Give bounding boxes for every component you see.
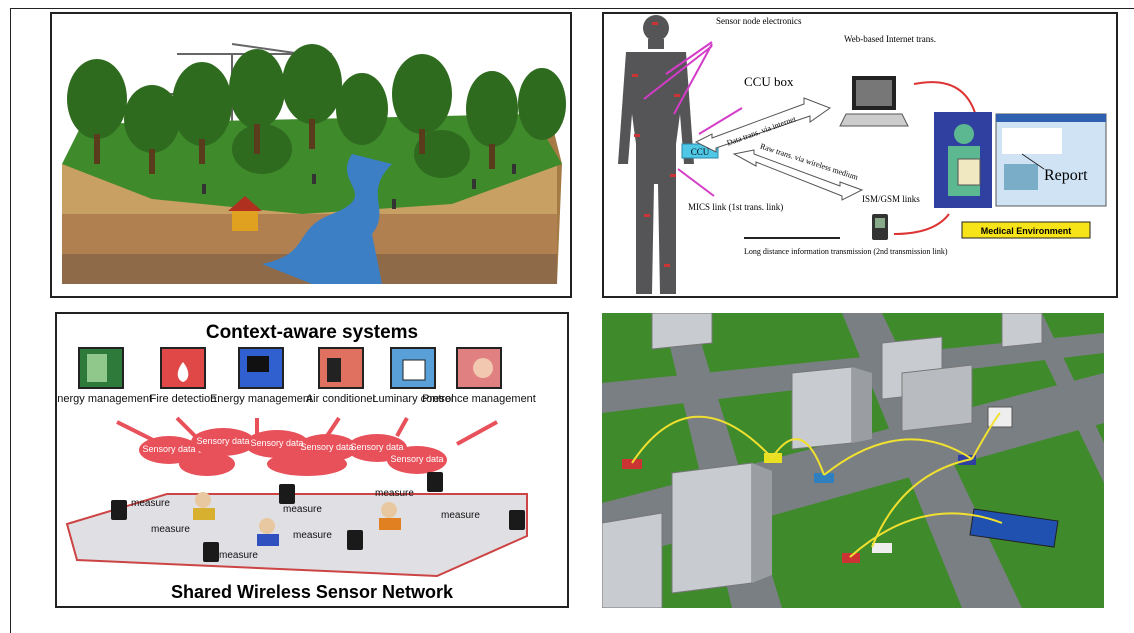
doctor-icon — [934, 112, 992, 208]
medical-environment-badge — [961, 221, 1091, 239]
air-conditioner-icon — [318, 347, 364, 389]
sensor-node-icons — [202, 164, 516, 209]
measure-label-5: measure — [293, 530, 332, 541]
body-sensor-icons — [632, 22, 680, 267]
measure-label-6: measure — [375, 488, 414, 499]
buildings — [602, 313, 1043, 608]
report-label: Report — [1044, 167, 1088, 184]
frame-top-line — [10, 8, 1134, 9]
ccu-box-label: CCU box — [744, 74, 794, 89]
web-based-label: Web-based Internet trans. — [844, 34, 936, 44]
measure-label-4: measure — [283, 504, 322, 515]
network-footer: Shared Wireless Sensor Network — [171, 582, 454, 602]
sensor-node-icons — [111, 472, 525, 562]
ism-gsm-label: ISM/GSM links — [862, 194, 920, 204]
sensor-node-label: Sensor node electronics — [716, 16, 802, 26]
medical-diagram: CCU Sensor node electronics CCU box Web-… — [604, 14, 1116, 296]
phone-icon — [872, 214, 888, 240]
panel-context-aware: Context-aware systems Energy mana — [55, 312, 569, 608]
icon-label-fire: Fire detection — [150, 393, 217, 405]
icon-label-energy-2: Energy management — [210, 393, 312, 405]
medical-environment-label: Medical Environment — [981, 226, 1072, 236]
network-platform — [65, 493, 528, 578]
energy-icon-1 — [78, 347, 124, 389]
icon-label-presence: Presence management — [422, 393, 536, 405]
measure-label-1: measure — [131, 498, 170, 509]
presence-icon — [456, 347, 502, 389]
sensory-label-6: Sensory data — [390, 454, 443, 464]
sensory-label-3: Sensory data — [250, 438, 303, 448]
sensory-label-1: Sensory data — [142, 444, 195, 454]
panel-city-network — [602, 313, 1104, 608]
panel-environment-illustration — [50, 12, 572, 298]
ccu-label: CCU — [691, 147, 710, 157]
sensory-label-2: Sensory data — [196, 436, 249, 446]
sensory-label-4: Sensory data — [300, 442, 353, 452]
city-illustration — [602, 313, 1104, 608]
bus-icon — [969, 508, 1059, 548]
context-title: Context-aware systems — [206, 322, 418, 343]
frame-left-line — [10, 8, 11, 633]
red-arrow-upper — [913, 81, 977, 117]
context-arrows — [116, 416, 498, 446]
sensor-link-lines — [643, 41, 743, 197]
icon-label-energy-1: Energy management — [57, 393, 152, 405]
red-arrow-lower — [893, 213, 950, 235]
context-aware-diagram: Context-aware systems Energy mana — [57, 314, 567, 606]
icon-label-luminary: Luminary control — [372, 393, 453, 405]
v2v-links — [631, 412, 1003, 558]
energy-icon-2 — [238, 347, 284, 389]
fire-icon — [160, 347, 206, 389]
measure-label-3: measure — [219, 550, 258, 561]
person-icons — [193, 492, 401, 546]
laptop-icon — [839, 76, 909, 127]
luminary-icon — [390, 347, 436, 389]
panel-medical-network: CCU Sensor node electronics CCU box Web-… — [602, 12, 1118, 298]
mics-link-label: MICS link (1st trans. link) — [688, 202, 783, 212]
sensory-data-cloud — [139, 428, 447, 476]
long-distance-label: Long distance information transmission (… — [744, 247, 948, 256]
environment-illustration — [52, 14, 570, 296]
measure-label-7: measure — [441, 510, 480, 521]
report-window — [995, 113, 1107, 207]
tree-icons — [67, 44, 566, 178]
measure-label-2: measure — [151, 524, 190, 535]
hut-icon — [228, 196, 262, 231]
river — [262, 154, 392, 284]
icon-label-air: Air conditioner — [306, 393, 377, 405]
sensory-label-5: Sensory data — [350, 442, 403, 452]
